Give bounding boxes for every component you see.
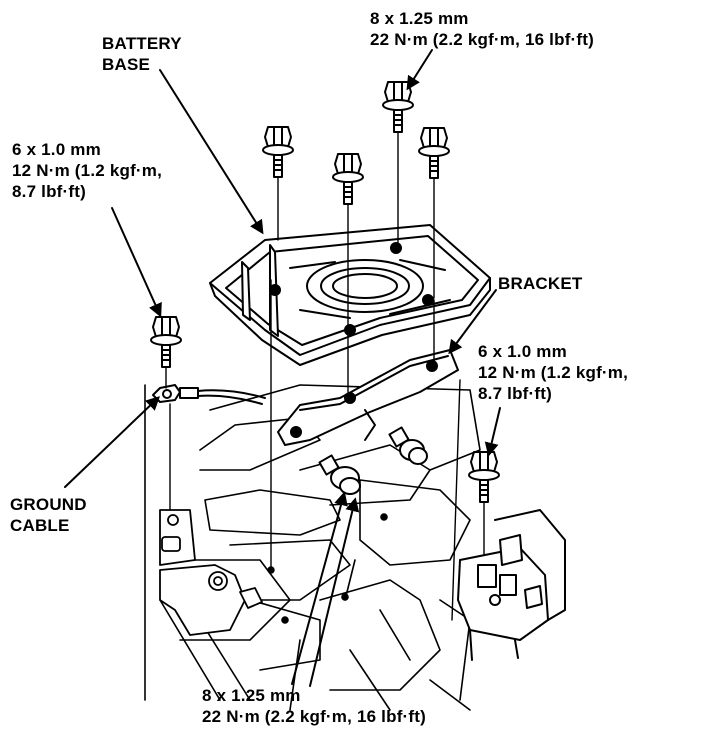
bolt-lower-left bbox=[318, 454, 361, 495]
leader-top-bolt bbox=[406, 49, 433, 91]
bolt-bracket bbox=[468, 451, 500, 503]
ground-bolt-torque-line1: 12 N·m (1.2 kgf·m, bbox=[12, 161, 163, 180]
bracket-label: BRACKET bbox=[498, 273, 583, 294]
leader-bottom-bolt-2 bbox=[309, 497, 360, 687]
bolt-top-left bbox=[262, 126, 294, 178]
leader-bracket bbox=[448, 289, 497, 355]
battery-bracket bbox=[277, 349, 459, 446]
ground-bolt-torque-line2: 8.7 lbf·ft) bbox=[12, 182, 86, 201]
top-bolt-torque-spec: 8 x 1.25 mm 22 N·m (2.2 kgf·m, 16 lbf·ft… bbox=[370, 8, 594, 50]
leader-lines bbox=[64, 49, 501, 687]
bottom-bolt-torque-spec: 8 x 1.25 mm 22 N·m (2.2 kgf·m, 16 lbf·ft… bbox=[202, 685, 426, 727]
bolt-top-far-right bbox=[418, 127, 450, 179]
bolt-top-center bbox=[332, 153, 364, 205]
leader-ground-bolt bbox=[111, 207, 162, 318]
leader-bracket-bolt bbox=[484, 407, 501, 457]
bottom-bolt-size: 8 x 1.25 mm bbox=[202, 686, 301, 705]
ground-mount-plate bbox=[159, 509, 263, 636]
bracket-bolt-size: 6 x 1.0 mm bbox=[478, 342, 567, 361]
battery-base-label-line2: BASE bbox=[102, 55, 151, 74]
ground-cable-label-line2: CABLE bbox=[10, 516, 70, 535]
bolt-ground bbox=[150, 316, 182, 368]
ground-cable-label-line1: GROUND bbox=[10, 495, 87, 514]
bolt-top-right bbox=[382, 81, 414, 133]
bracket-bolt-torque-line1: 12 N·m (1.2 kgf·m, bbox=[478, 363, 629, 382]
top-bolt-size: 8 x 1.25 mm bbox=[370, 9, 469, 28]
alignment-lines bbox=[165, 131, 485, 621]
ground-cable bbox=[152, 384, 266, 405]
leader-ground-cable bbox=[64, 396, 161, 488]
bracket-bolt-torque-spec: 6 x 1.0 mm 12 N·m (1.2 kgf·m, 8.7 lbf·ft… bbox=[478, 341, 628, 404]
battery-base-tray bbox=[209, 224, 491, 366]
top-bolt-torque: 22 N·m (2.2 kgf·m, 16 lbf·ft) bbox=[370, 30, 594, 49]
ground-bolt-torque-spec: 6 x 1.0 mm 12 N·m (1.2 kgf·m, 8.7 lbf·ft… bbox=[12, 139, 162, 202]
relay-connector bbox=[457, 509, 566, 661]
ground-bolt-size: 6 x 1.0 mm bbox=[12, 140, 101, 159]
leader-bottom-bolt-1 bbox=[291, 491, 348, 685]
engine-compartment bbox=[144, 384, 481, 711]
bracket-bolt-torque-line2: 8.7 lbf·ft) bbox=[478, 384, 552, 403]
leader-battery-base bbox=[159, 69, 264, 235]
bracket-label-line1: BRACKET bbox=[498, 274, 583, 293]
battery-base-label: BATTERY BASE bbox=[102, 33, 182, 75]
bottom-bolt-torque: 22 N·m (2.2 kgf·m, 16 lbf·ft) bbox=[202, 707, 426, 726]
battery-base-label-line1: BATTERY bbox=[102, 34, 182, 53]
bolt-lower-right bbox=[388, 426, 428, 465]
ground-cable-label: GROUND CABLE bbox=[10, 494, 87, 536]
